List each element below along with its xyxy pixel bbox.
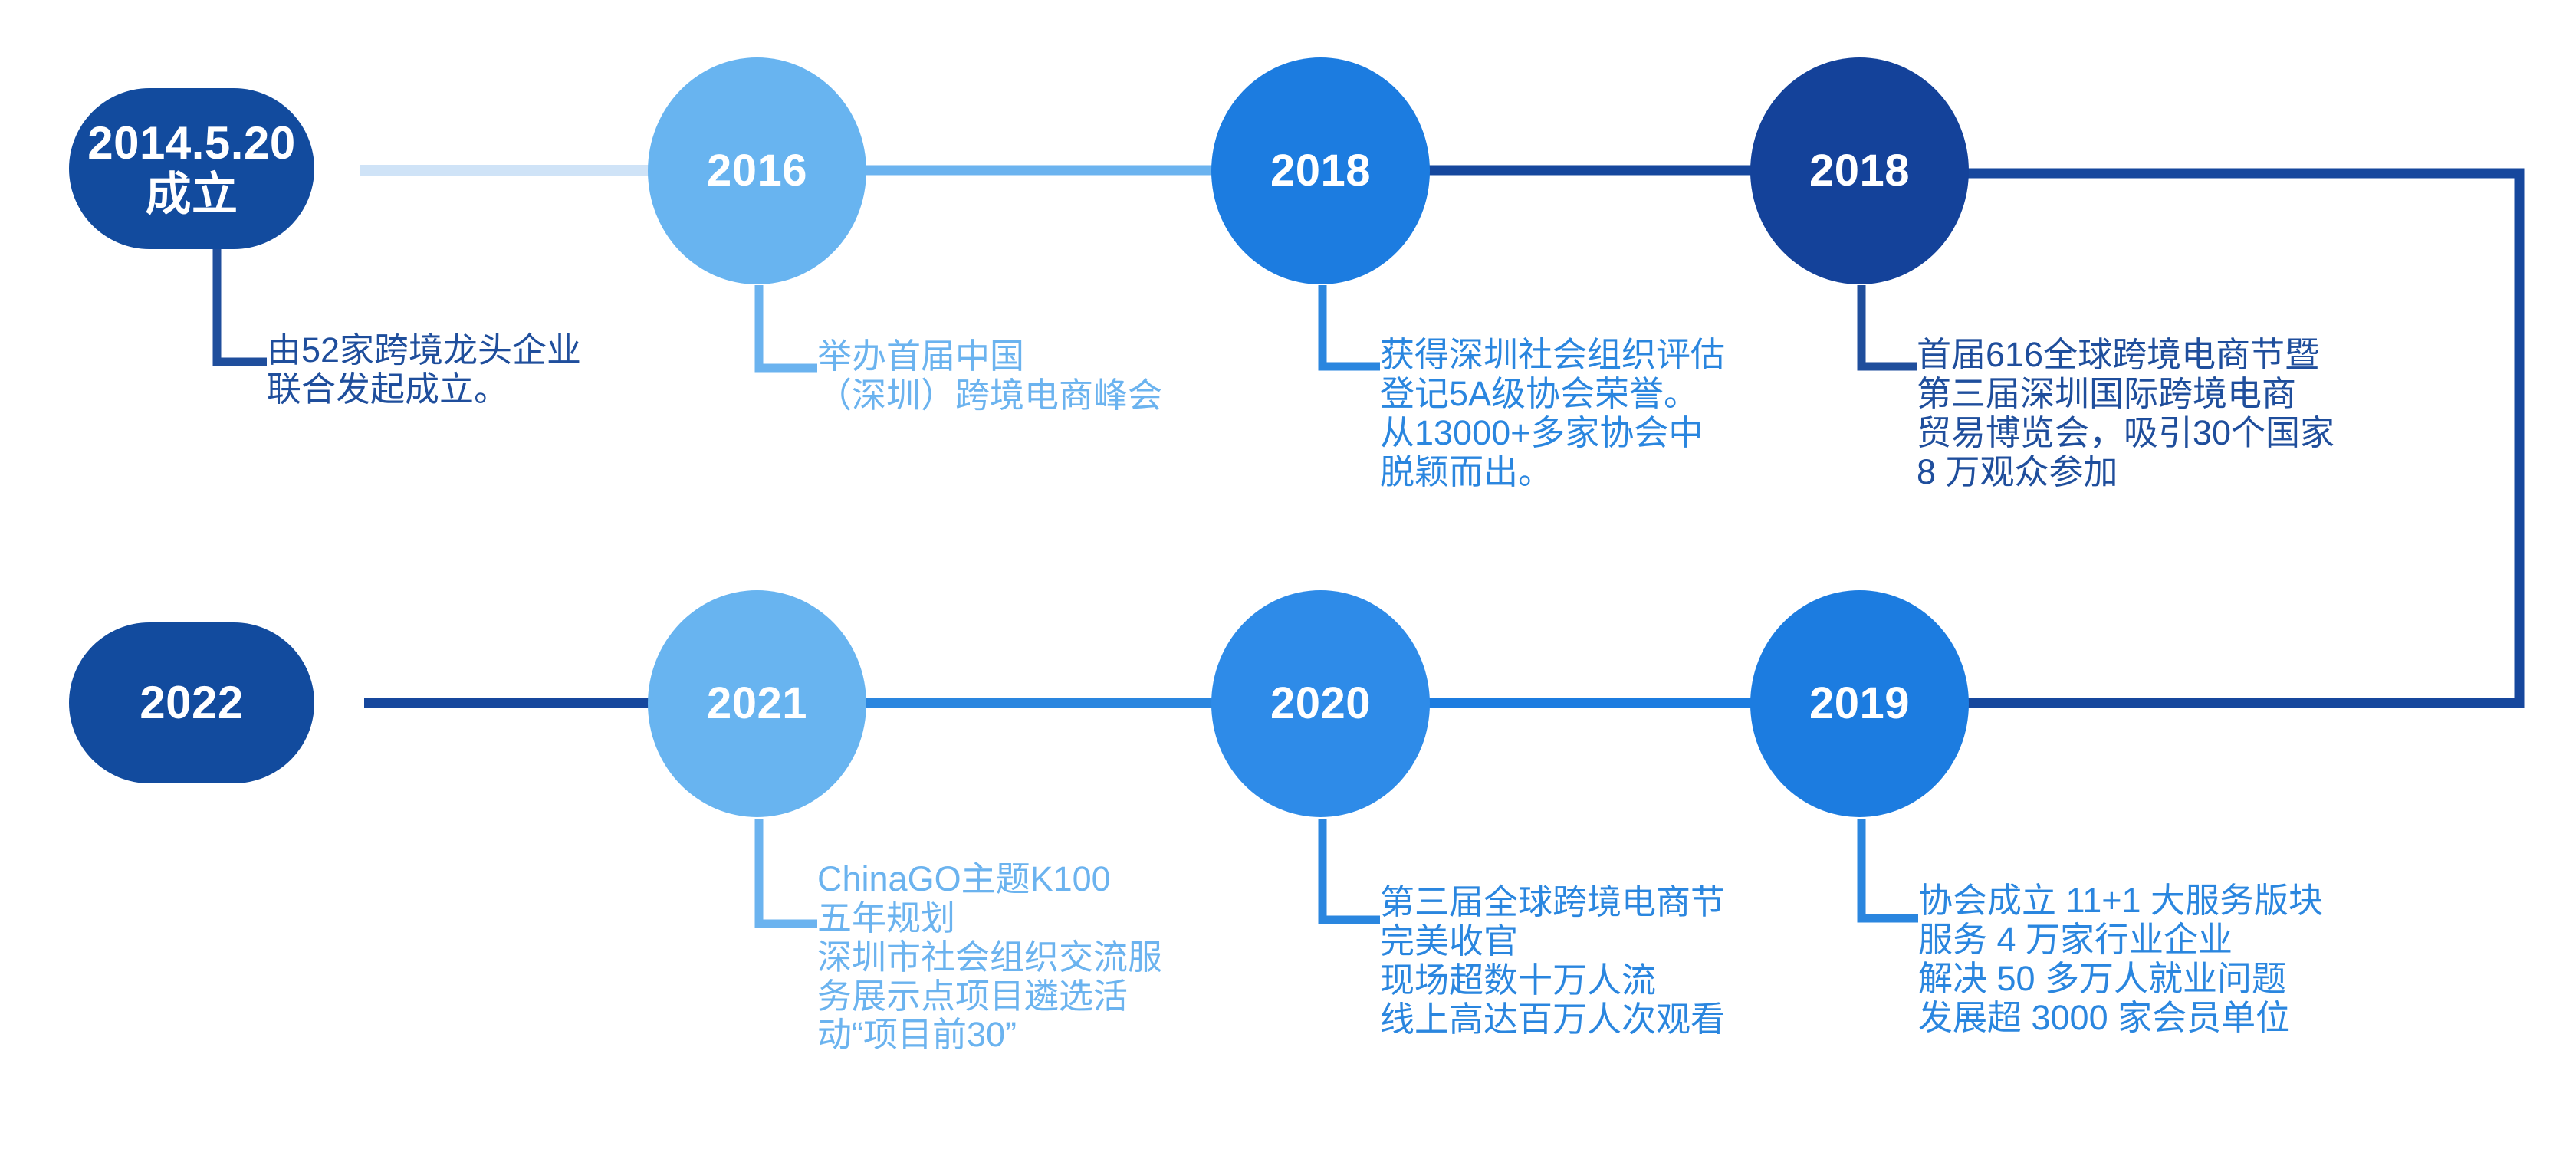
node-2018-a[interactable]: 2018 <box>1211 57 1430 284</box>
drop-elbow-2019 <box>1857 819 1918 923</box>
node-2021-label: 2021 <box>706 678 808 728</box>
node-2018-a-label: 2018 <box>1270 145 1372 195</box>
note-2021: ChinaGO主题K100 五年规划 深圳市社会组织交流服 务展示点项目遴选活 … <box>817 859 1163 1055</box>
node-2014-label: 2014.5.20 成立 <box>87 117 296 220</box>
drop-elbow-2016 <box>754 285 817 373</box>
drop-elbow-2018b <box>1857 285 1917 371</box>
note-2014: 由52家跨境龙头企业 联合发起成立。 <box>267 330 582 409</box>
drop-elbow-2014 <box>212 249 267 366</box>
note-2016: 举办首届中国 （深圳）跨境电商峰会 <box>817 337 1163 415</box>
drop-elbow-2018a <box>1318 285 1380 371</box>
node-2022-label: 2022 <box>140 677 244 729</box>
node-2018-b[interactable]: 2018 <box>1750 57 1969 284</box>
note-2020: 第三届全球跨境电商节 完美收官 现场超数十万人流 线上高达百万人次观看 <box>1380 882 1726 1039</box>
node-2019-label: 2019 <box>1809 678 1911 728</box>
drop-elbow-2021 <box>754 819 817 928</box>
drop-elbow-2020 <box>1318 819 1380 924</box>
node-2020[interactable]: 2020 <box>1211 590 1430 817</box>
node-2022[interactable]: 2022 <box>69 622 314 783</box>
node-2019[interactable]: 2019 <box>1750 590 1969 817</box>
node-2020-label: 2020 <box>1270 678 1372 728</box>
node-2018-b-label: 2018 <box>1809 145 1911 195</box>
note-2019: 协会成立 11+1 大服务版块 服务 4 万家行业企业 解决 50 多万人就业问… <box>1918 881 2324 1037</box>
node-2021[interactable]: 2021 <box>648 590 866 817</box>
note-2018-b: 首届616全球跨境电商节暨 第三届深圳国际跨境电商 贸易博览会，吸引30个国家 … <box>1917 335 2335 491</box>
node-2016[interactable]: 2016 <box>648 57 866 284</box>
note-2018-a: 获得深圳社会组织评估 登记5A级协会荣誉。 从13000+多家协会中 脱颖而出。 <box>1380 335 1726 491</box>
node-2016-label: 2016 <box>706 145 808 195</box>
node-2014[interactable]: 2014.5.20 成立 <box>69 88 314 249</box>
